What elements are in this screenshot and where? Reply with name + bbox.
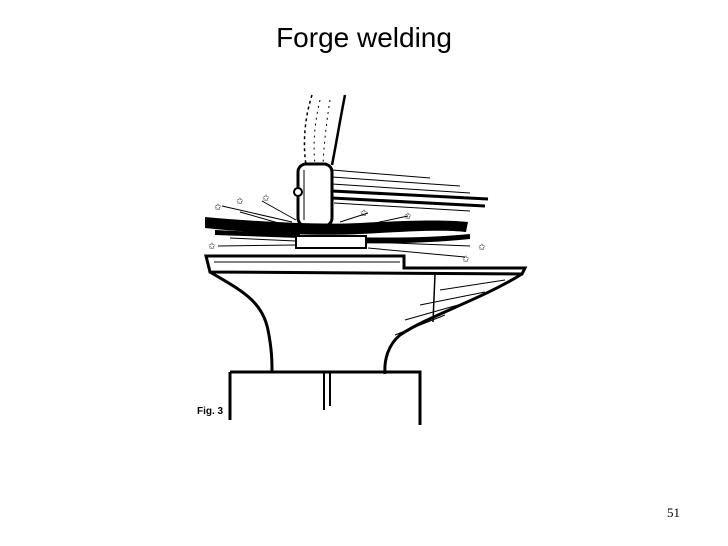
svg-text:✩: ✩ bbox=[208, 242, 216, 252]
svg-text:✩: ✩ bbox=[478, 243, 486, 253]
workpiece-bars bbox=[205, 217, 470, 249]
anvil-icon bbox=[204, 254, 528, 425]
figure-label: Fig. 3 bbox=[197, 406, 224, 417]
svg-text:✩: ✩ bbox=[462, 255, 470, 265]
forge-welding-illustration: ✩ ✩ ✩ ✩ ✩ ✩ ✩ ✩ bbox=[204, 94, 528, 425]
svg-text:✩: ✩ bbox=[262, 194, 270, 204]
svg-text:✩: ✩ bbox=[236, 197, 244, 207]
slide-title: Forge welding bbox=[276, 22, 452, 53]
spark-icon: ✩ ✩ ✩ ✩ ✩ ✩ ✩ ✩ bbox=[208, 194, 486, 265]
svg-text:✩: ✩ bbox=[214, 203, 222, 213]
hammer-icon bbox=[293, 162, 334, 228]
page-number: 51 bbox=[667, 505, 680, 520]
svg-text:✩: ✩ bbox=[360, 209, 368, 219]
svg-text:✩: ✩ bbox=[404, 212, 412, 222]
hammer-handle bbox=[303, 94, 347, 166]
motion-lines bbox=[331, 169, 489, 212]
